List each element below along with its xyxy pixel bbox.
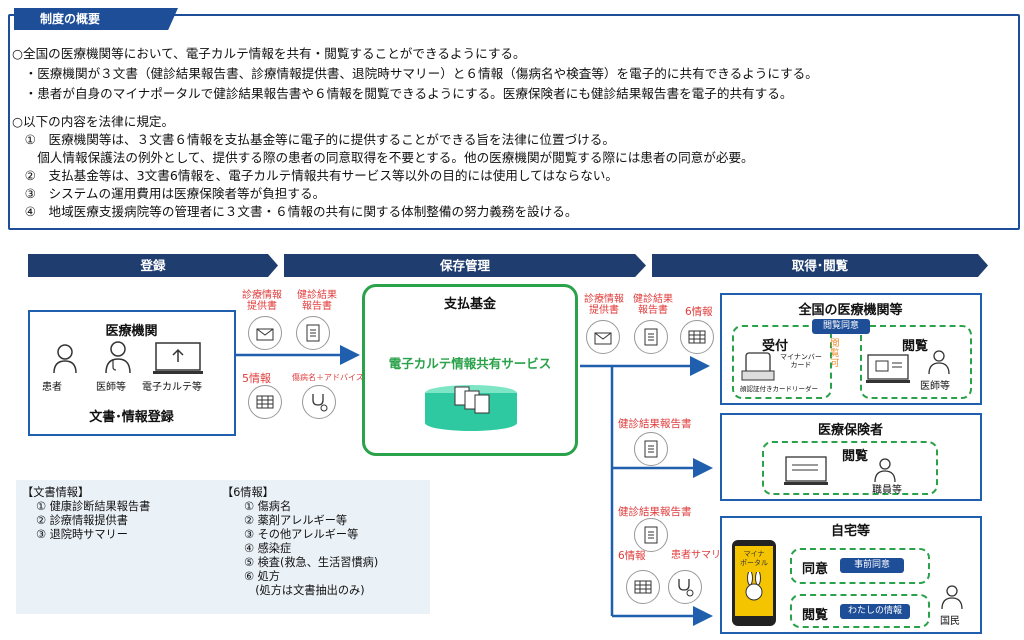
reception-area	[732, 325, 832, 399]
overview-line-6: 個人情報保護法の例外として、提供する際の患者の同意取得を不要とする。他の医療機関…	[12, 150, 754, 165]
doctor-icon	[105, 341, 131, 374]
emr-sharing-service: 電子カルテ情報共有サービス	[388, 356, 552, 371]
label-kenshin-left: 健診結果 報告書	[297, 290, 337, 312]
info6-item-4: ④ 感染症	[244, 542, 292, 555]
info6-item-5: ⑤ 検査(救急、生活習慣病)	[244, 556, 379, 569]
table-icon	[248, 385, 282, 419]
consent-label: 同意	[802, 562, 829, 577]
info6-item-2: ② 薬剤アレルギー等	[244, 514, 348, 527]
view-label-nation: 閲覧	[902, 339, 929, 354]
insurer-title: 医療保険者	[817, 423, 883, 438]
envelope-icon-right	[586, 320, 620, 354]
overview-box: ○全国の医療機関等において、電子カルテ情報を共有・閲覧することができるようにする…	[8, 14, 1020, 230]
label-kenshin-home: 健診結果報告書	[618, 506, 692, 518]
patient-icon	[53, 344, 77, 374]
emr-computer-icon	[153, 342, 203, 374]
phase-access: 取得･閲覧	[652, 254, 988, 277]
overview-line-7: ② 支払基金等は、3文書6情報を、電子カルテ情報共有サービス等以外の目的には使用…	[12, 168, 618, 183]
phase-storage: 保存管理	[284, 254, 646, 277]
insurer-box: 医療保険者 閲覧 職員等	[720, 413, 982, 501]
staff-icon	[874, 458, 896, 483]
citizen-icon	[941, 585, 963, 610]
overview-line-8: ③ システムの運用費用は医療保険者等が負担する。	[12, 186, 326, 201]
insurer-monitor-icon	[784, 456, 828, 485]
docs-item-3: ③ 退院時サマリー	[36, 528, 128, 541]
stethoscope-icon-home	[668, 570, 702, 604]
overview-line-3: ・患者が自身のマイナポータルで健診結果報告書や６情報を閲覧できるようにする。医療…	[12, 86, 793, 101]
overview-line-2: ・医療機関が３文書（健診結果報告書、診療情報提供書、退院時サマリー）と６情報（傷…	[12, 66, 818, 81]
phone-screen	[735, 546, 773, 616]
label-patient-summary: 患者サマリー	[671, 550, 731, 561]
overview-line-4: ○以下の内容を法律に規定。	[12, 114, 175, 129]
table-icon-home	[626, 570, 660, 604]
docs-item-2: ② 診療情報提供書	[36, 514, 128, 527]
label-sinryo-left: 診療情報 提供書	[242, 290, 282, 312]
doctor-icon-nation	[928, 350, 950, 375]
info6-header: 【6情報】	[222, 486, 274, 499]
label-byomei: 傷病名＋アドバイス	[292, 373, 364, 382]
label-kenshin-right: 健診結果 報告書	[633, 294, 673, 316]
citizen-label: 国民	[940, 616, 960, 627]
notes-panel	[16, 480, 430, 614]
overview-tag: 制度の概要	[14, 8, 178, 30]
nation-title: 全国の医療機関等	[798, 303, 903, 318]
home-view-label: 閲覧	[802, 608, 829, 623]
my-info-badge: わたしの情報	[840, 604, 910, 619]
label-kenshin-insurer: 健診結果報告書	[618, 418, 692, 430]
staff-label: 職員等	[872, 485, 902, 496]
medical-institution-box: 医療機関 患者 医師等 電子カルテ等 文書･情報登録	[28, 310, 236, 436]
envelope-icon	[248, 316, 282, 350]
label-sinryo-right: 診療情報 提供書	[584, 294, 624, 316]
reader-label: 顔認証付きカードリーダー	[740, 385, 818, 393]
overview-line-9: ④ 地域医療支援病院等の管理者に３文書・６情報の共有に関する体制整備の努力義務を…	[12, 204, 578, 219]
smartphone: マイナ ポータル	[732, 540, 776, 626]
label-6info-right: 6情報	[685, 306, 713, 318]
nation-box: 全国の医療機関等 閲覧同意 受付 マイナンバー カード 顔認証付きカードリーダー…	[720, 293, 982, 405]
patient-label: 患者	[42, 382, 62, 393]
docs-item-1: ① 健康診断結果報告書	[36, 500, 151, 513]
document-icon	[296, 316, 330, 350]
portal-label: マイナ ポータル	[740, 550, 768, 567]
label-6info-home: 6情報	[618, 550, 646, 562]
consent-area	[790, 548, 930, 584]
doctor-label: 医師等	[96, 382, 126, 393]
register-footer: 文書･情報登録	[89, 410, 174, 425]
database-icon	[425, 385, 517, 431]
reception-label: 受付	[762, 339, 789, 354]
mynumber-label: マイナンバー カード	[780, 353, 822, 369]
overview-line-5: ① 医療機関等は、３文書６情報を支払基金等に電子的に提供することができる旨を法律…	[12, 132, 615, 147]
pre-consent-badge: 事前同意	[840, 558, 904, 573]
document-icon-right	[634, 320, 668, 354]
doctor-label-nation: 医師等	[920, 381, 950, 392]
can-view-label: 閲覧可	[830, 339, 840, 369]
home-box: 自宅等 マイナ ポータル 同意 事前同意 閲覧 わたしの情報 国民	[720, 516, 982, 634]
overview-line-1: ○全国の医療機関等において、電子カルテ情報を共有・閲覧することができるようにする…	[12, 46, 526, 61]
insurer-view-label: 閲覧	[842, 449, 869, 464]
card-reader-icon	[741, 352, 775, 381]
info6-item-6: ⑥ 処方	[244, 570, 280, 583]
payment-fund-box: 支払基金 電子カルテ情報共有サービス	[362, 284, 578, 456]
phase-register: 登録	[28, 254, 278, 277]
table-icon-right	[680, 320, 714, 354]
medical-institution-title: 医療機関	[105, 324, 158, 339]
monitor-icon	[866, 354, 910, 383]
stethoscope-icon	[302, 385, 336, 419]
payment-fund-title: 支払基金	[443, 297, 496, 312]
info6-item-6-note: (処方は文書抽出のみ)	[244, 584, 365, 597]
emr-label: 電子カルテ等	[142, 382, 202, 393]
consent-badge: 閲覧同意	[812, 319, 870, 334]
rabbit-icon	[745, 572, 763, 601]
label-5info: 5情報	[242, 372, 271, 385]
home-view-area	[790, 594, 930, 628]
view-area	[860, 325, 972, 399]
insurer-view-area	[762, 441, 938, 495]
info6-item-3: ③ その他アレルギー等	[244, 528, 359, 541]
info6-item-1: ① 傷病名	[244, 500, 292, 513]
document-icon-home	[634, 518, 668, 552]
home-title: 自宅等	[830, 524, 870, 539]
document-icon-insurer	[634, 432, 668, 466]
docs-header: 【文書情報】	[22, 486, 90, 499]
